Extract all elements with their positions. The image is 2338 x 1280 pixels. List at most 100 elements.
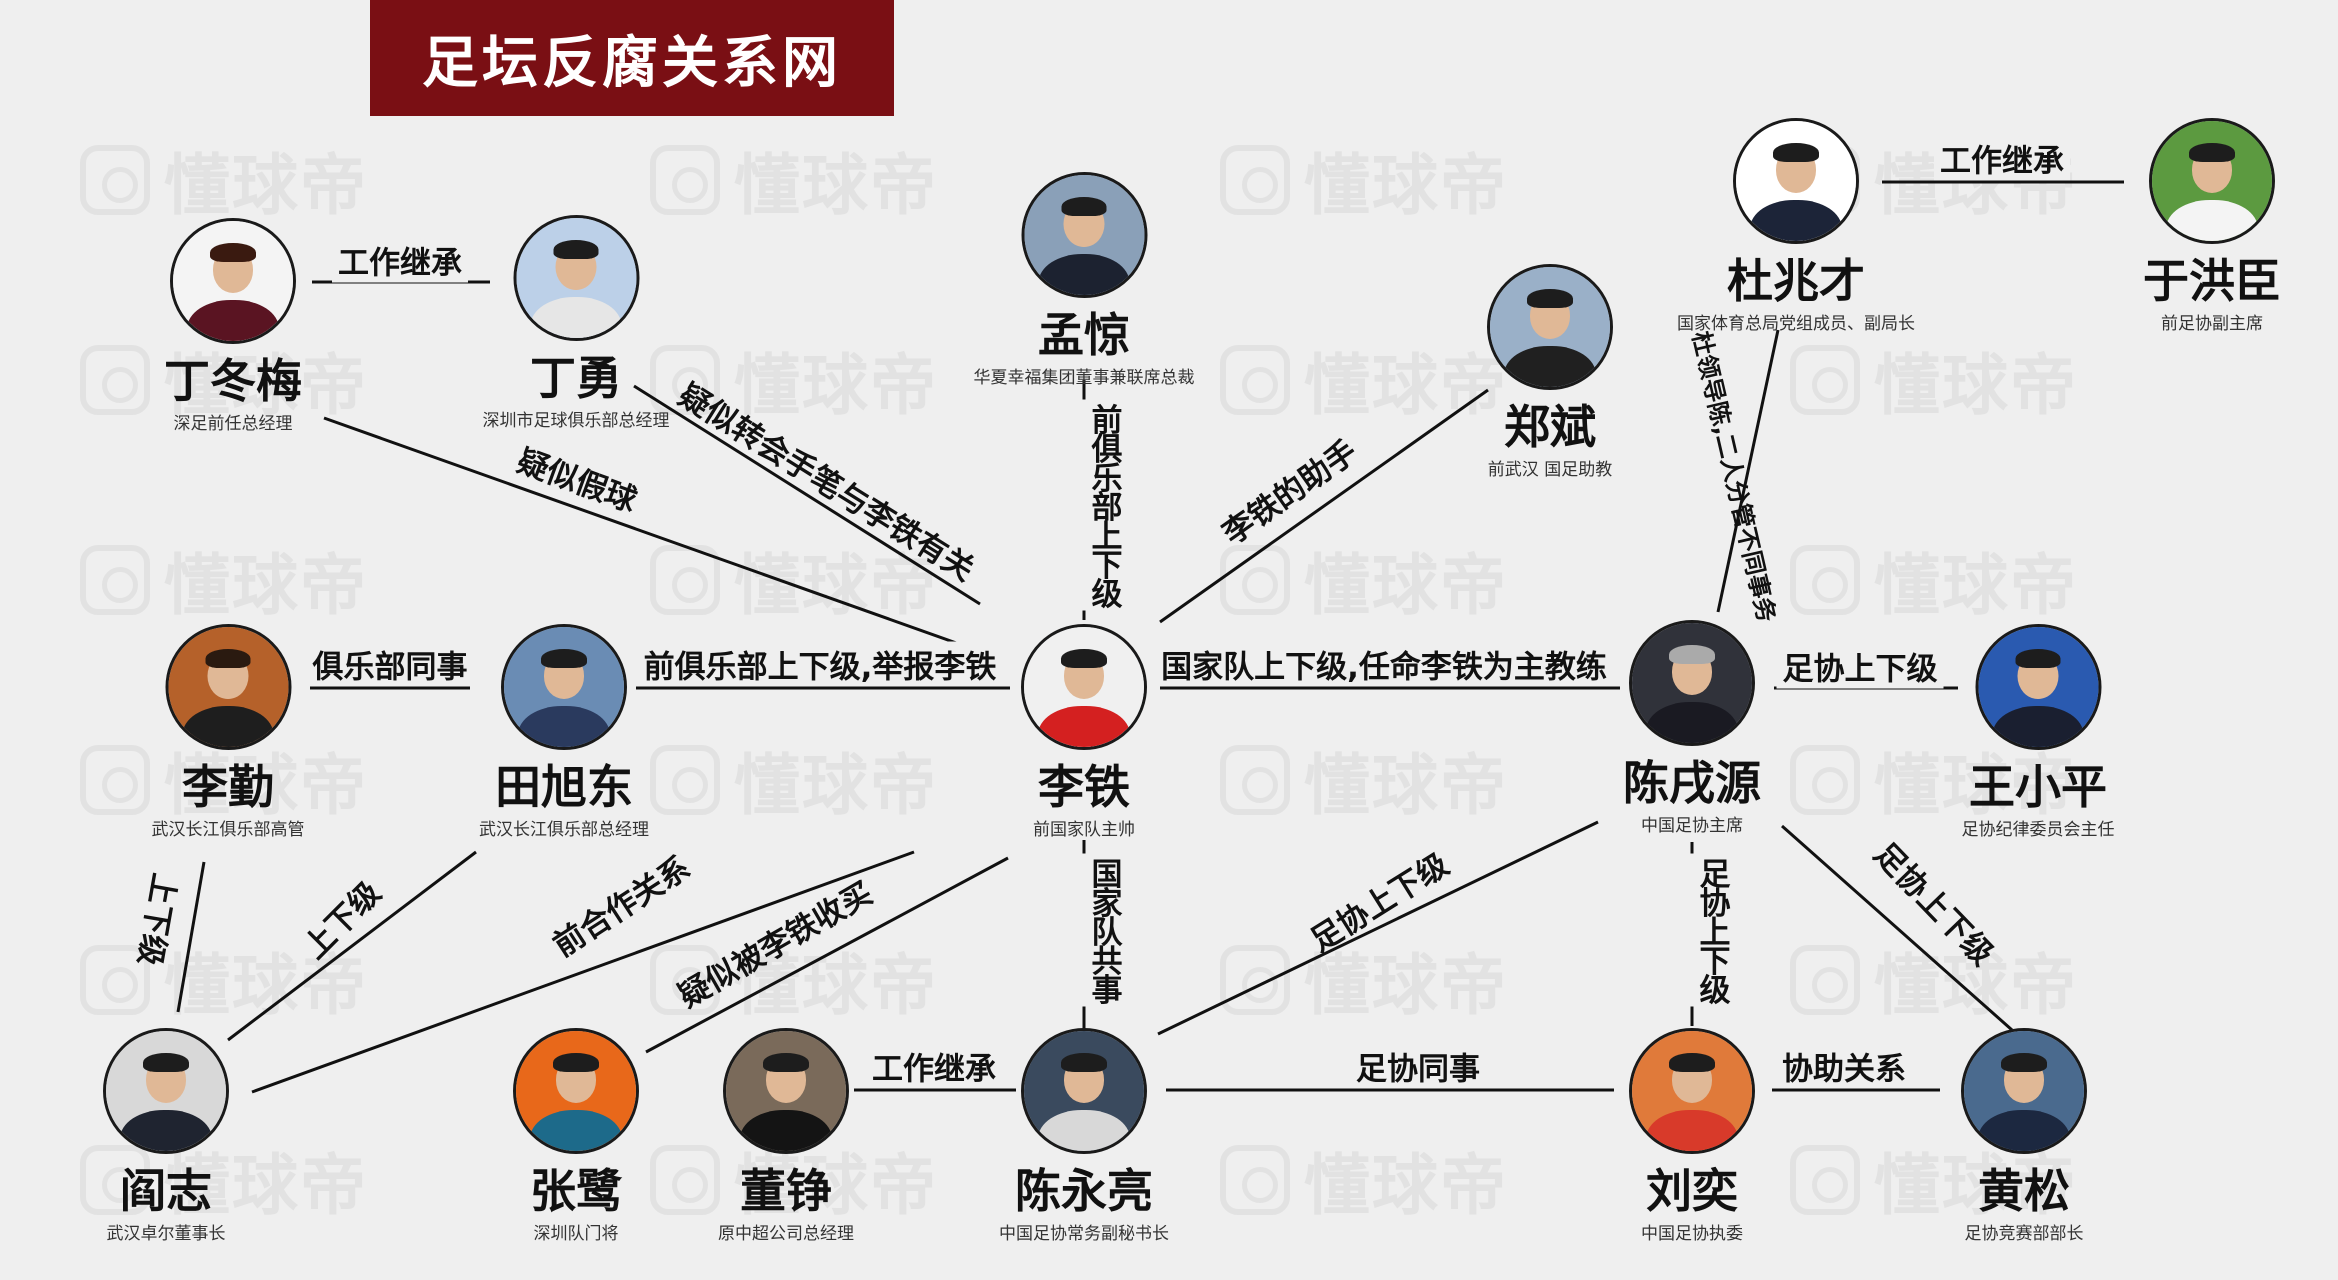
- node-dong-zheng: 董铮 原中超公司总经理: [718, 1028, 854, 1244]
- watermark-text: 懂球帝: [164, 147, 368, 224]
- edge-chenxuyuan-chenyongliang: [1157, 820, 1599, 1036]
- node-zhang-lu: 张鹭 深圳队门将: [513, 1028, 639, 1244]
- person-name: 杜兆才: [1727, 254, 1865, 308]
- person-name: 于洪臣: [2143, 254, 2281, 308]
- person-role: 前足协副主席: [2161, 313, 2263, 334]
- watermark: 懂球帝: [1790, 1132, 2078, 1228]
- watermark-logo-icon: [650, 345, 720, 415]
- person-name: 阎志: [120, 1164, 212, 1218]
- person-role: 中国足协主席: [1641, 815, 1743, 836]
- watermark: 懂球帝: [1220, 332, 1508, 428]
- watermark-logo-icon: [1220, 1145, 1290, 1215]
- watermark: 懂球帝: [650, 132, 938, 228]
- watermark-logo-icon: [1220, 945, 1290, 1015]
- watermark-text: 懂球帝: [734, 1147, 938, 1224]
- watermark-logo-icon: [80, 745, 150, 815]
- watermark-logo-icon: [80, 145, 150, 215]
- avatar: [1021, 624, 1147, 750]
- edge-label-liuyi-huangsong: 协助关系: [1776, 1043, 1912, 1089]
- watermark: 懂球帝: [1220, 132, 1508, 228]
- avatar: [1733, 118, 1859, 244]
- watermark-logo-icon: [1790, 945, 1860, 1015]
- node-yu-hongchen: 于洪臣 前足协副主席: [2143, 118, 2281, 334]
- person-role: 深圳队门将: [533, 1223, 619, 1244]
- watermark: 懂球帝: [1790, 732, 2078, 828]
- person-name: 丁勇: [530, 351, 622, 405]
- watermark-text: 懂球帝: [734, 347, 938, 424]
- watermark-logo-icon: [1790, 545, 1860, 615]
- person-role: 中国足协常务副秘书长: [999, 1223, 1169, 1244]
- edge-label-litie-chenyongliang: 国家队共事: [1081, 853, 1127, 1007]
- edge-label-dongzheng-chenyongliang: 工作继承: [866, 1043, 1002, 1089]
- edge-dingdongmei-litie: [323, 416, 977, 652]
- node-meng-jing: 孟惊 华夏幸福集团董事兼联席总裁: [974, 172, 1195, 388]
- diagram-title: 足坛反腐关系网: [370, 0, 894, 116]
- edge-label-dingdongmei-dingyong: 工作继承: [332, 237, 468, 283]
- watermark-logo-icon: [650, 145, 720, 215]
- watermark: 懂球帝: [650, 532, 938, 628]
- person-name: 丁冬梅: [164, 354, 302, 408]
- person-role: 前武汉 国足助教: [1487, 459, 1613, 480]
- person-role: 足协纪律委员会主任: [1961, 819, 2115, 840]
- watermark-text: 懂球帝: [1304, 347, 1508, 424]
- edge-label-litie-chenxuyuan: 国家队上下级,任命李铁为主教练: [1155, 641, 1613, 687]
- avatar: [1021, 172, 1147, 298]
- person-name: 郑斌: [1504, 400, 1596, 454]
- watermark-logo-icon: [80, 345, 150, 415]
- watermark: 懂球帝: [1220, 732, 1508, 828]
- watermark: 懂球帝: [650, 1132, 938, 1228]
- watermark-text: 懂球帝: [1304, 747, 1508, 824]
- person-name: 陈戌源: [1623, 756, 1761, 810]
- person-name: 刘奕: [1646, 1164, 1738, 1218]
- avatar: [170, 218, 296, 344]
- node-chen-xuyuan: 陈戌源 中国足协主席: [1623, 620, 1761, 836]
- watermark-text: 懂球帝: [734, 547, 938, 624]
- watermark-text: 懂球帝: [164, 547, 368, 624]
- edge-litie-zhanglu: [645, 856, 1009, 1054]
- person-role: 足协竞赛部部长: [1964, 1223, 2084, 1244]
- person-name: 田旭东: [495, 760, 633, 814]
- avatar: [165, 624, 291, 750]
- person-role: 武汉卓尔董事长: [106, 1223, 226, 1244]
- person-name: 陈永亮: [1015, 1164, 1153, 1218]
- person-role: 武汉长江俱乐部总经理: [479, 819, 649, 840]
- node-ding-yong: 丁勇 深圳市足球俱乐部总经理: [483, 215, 670, 431]
- watermark-logo-icon: [650, 1145, 720, 1215]
- edge-tianxudong-yanzhi: [227, 850, 477, 1042]
- node-yan-zhi: 阎志 武汉卓尔董事长: [103, 1028, 229, 1244]
- edge-label-chenxuyuan-liuyi: 足协上下级: [1689, 853, 1735, 1007]
- node-li-qin: 李勤 武汉长江俱乐部高管: [152, 624, 305, 840]
- watermark-logo-icon: [1790, 345, 1860, 415]
- node-li-tie: 李铁 前国家队主帅: [1021, 624, 1147, 840]
- watermark: 懂球帝: [1220, 532, 1508, 628]
- watermark: 懂球帝: [80, 332, 368, 428]
- watermark-text: 懂球帝: [1874, 747, 2078, 824]
- edge-litie-yanzhi: [251, 850, 915, 1094]
- person-name: 董铮: [740, 1164, 832, 1218]
- edge-dingyong-litie: [633, 384, 981, 606]
- watermark: 懂球帝: [80, 132, 368, 228]
- edge-label-duzhaocai-yuhongchen: 工作继承: [1934, 135, 2070, 181]
- watermark-logo-icon: [650, 745, 720, 815]
- avatar: [1629, 620, 1755, 746]
- watermark-logo-icon: [1220, 745, 1290, 815]
- person-name: 李铁: [1038, 760, 1130, 814]
- watermark-logo-icon: [1220, 145, 1290, 215]
- person-role: 前国家队主帅: [1033, 819, 1135, 840]
- avatar: [103, 1028, 229, 1154]
- watermark-logo-icon: [1790, 1145, 1860, 1215]
- watermark: 懂球帝: [650, 332, 938, 428]
- avatar: [1629, 1028, 1755, 1154]
- watermark: 懂球帝: [1220, 1132, 1508, 1228]
- person-role: 华夏幸福集团董事兼联席总裁: [973, 367, 1195, 388]
- node-liu-yi: 刘奕 中国足协执委: [1629, 1028, 1755, 1244]
- watermark-text: 懂球帝: [1874, 547, 2078, 624]
- watermark-text: 懂球帝: [1304, 547, 1508, 624]
- edge-liqin-yanzhi: [176, 861, 206, 1013]
- avatar: [1975, 624, 2101, 750]
- edge-label-chenyongliang-liuyi: 足协同事: [1350, 1043, 1486, 1089]
- person-role: 原中超公司总经理: [718, 1223, 854, 1244]
- edge-label-tianxudong-litie: 前俱乐部上下级,举报李铁: [637, 641, 1003, 687]
- node-ding-dongmei: 丁冬梅 深足前任总经理: [164, 218, 302, 434]
